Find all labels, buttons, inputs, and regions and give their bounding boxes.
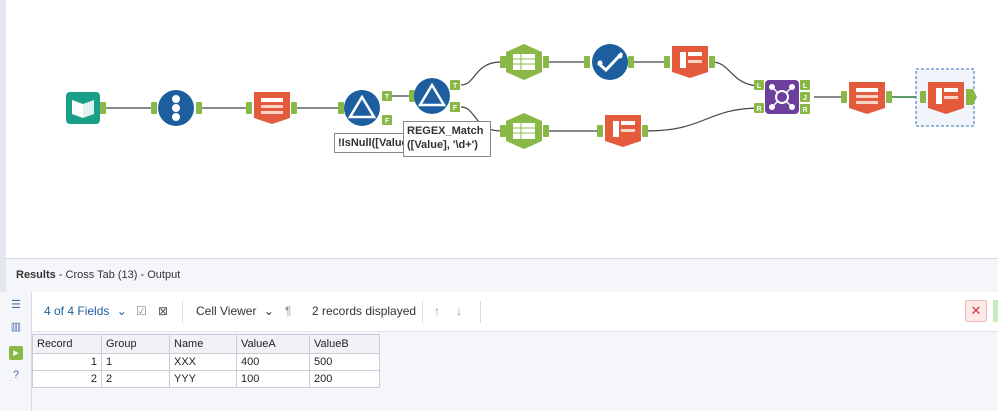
- results-subtitle: - Cross Tab (13) - Output: [55, 269, 181, 281]
- chevron-down-icon: ⌄: [263, 304, 274, 318]
- input-data-tool[interactable]: [66, 92, 106, 124]
- column-header-valuea[interactable]: ValueA: [236, 334, 310, 354]
- fields-dropdown-label: 4 of 4 Fields: [44, 304, 110, 318]
- metadata-icon[interactable]: ▥: [10, 321, 22, 333]
- filter2-true-anchor: T: [453, 83, 458, 90]
- join-out-l-anchor: L: [803, 83, 808, 90]
- filter2-annotation: REGEX_Match ([Value], '\d+'): [403, 121, 491, 157]
- cell-record[interactable]: 2: [32, 370, 102, 388]
- help-circle-icon[interactable]: ?: [12, 369, 20, 381]
- cell-valuea[interactable]: 100: [236, 370, 310, 388]
- select-tool[interactable]: [584, 44, 634, 80]
- cross-tab-tool-bottom[interactable]: [597, 115, 648, 147]
- cell-viewer-label: Cell Viewer: [196, 304, 257, 318]
- records-count: 2 records displayed: [312, 304, 417, 318]
- output-anchor-icon[interactable]: ▸: [9, 346, 23, 360]
- record-id-tool[interactable]: [151, 90, 202, 126]
- deselect-icon[interactable]: ⊠: [158, 304, 169, 318]
- run-button-edge[interactable]: [993, 300, 998, 322]
- join-left-anchor: L: [757, 83, 762, 90]
- results-label: Results: [16, 269, 56, 281]
- fields-dropdown[interactable]: 4 of 4 Fields ⌄: [44, 304, 127, 318]
- filter-tool-1[interactable]: T F: [338, 90, 392, 126]
- transpose-tool-2[interactable]: [841, 82, 892, 114]
- filter1-false-anchor: F: [385, 118, 390, 125]
- filter2-annotation-line1: REGEX_Match: [407, 125, 484, 137]
- column-header-record[interactable]: Record: [32, 334, 102, 354]
- table-row[interactable]: 1 1 XXX 400 500: [32, 353, 380, 371]
- cross-tab-tool-top[interactable]: [664, 46, 715, 78]
- column-header-valueb[interactable]: ValueB: [309, 334, 380, 354]
- cell-valuea[interactable]: 400: [236, 353, 310, 371]
- column-header-name[interactable]: Name: [169, 334, 237, 354]
- filter1-annotation-text: !IsNull([Value: [338, 137, 404, 149]
- toolbar-divider: [422, 301, 423, 323]
- join-right-anchor: R: [756, 106, 761, 113]
- transpose-tool[interactable]: [246, 92, 297, 124]
- workflow-diagram: T F T F: [66, 44, 977, 149]
- table-header-row: Record Group Name ValueA ValueB: [32, 334, 380, 354]
- cell-name[interactable]: XXX: [169, 353, 237, 371]
- cell-group[interactable]: 1: [101, 353, 170, 371]
- close-icon[interactable]: ✕: [965, 300, 987, 322]
- column-header-group[interactable]: Group: [101, 334, 170, 354]
- cross-tab-tool-final[interactable]: [915, 68, 977, 127]
- arrow-down-icon[interactable]: ↓: [456, 304, 462, 318]
- workflow-canvas[interactable]: T F T F: [0, 0, 998, 258]
- results-side-rail: ☰ ▥ ▸ ?: [0, 292, 32, 411]
- arrow-up-icon[interactable]: ↑: [434, 304, 440, 318]
- cell-valueb[interactable]: 200: [309, 370, 380, 388]
- filter1-true-anchor: T: [385, 94, 390, 101]
- pilcrow-icon[interactable]: ¶: [285, 304, 292, 318]
- list-icon[interactable]: ☰: [11, 299, 21, 311]
- results-toolbar: 4 of 4 Fields ⌄ ☑ ⊠ Cell Viewer ⌄ ¶ 2 re…: [32, 292, 998, 332]
- chevron-down-icon: ⌄: [116, 304, 127, 318]
- toolbar-divider: [480, 301, 481, 323]
- filter-tool-2[interactable]: T F: [409, 78, 460, 114]
- join-out-r-anchor: R: [802, 107, 807, 114]
- summarize-tool-bottom[interactable]: [500, 113, 549, 149]
- filter2-false-anchor: F: [453, 105, 458, 112]
- results-table: Record Group Name ValueA ValueB 1 1 XXX …: [32, 334, 380, 388]
- cell-viewer-dropdown[interactable]: Cell Viewer ⌄: [196, 304, 274, 318]
- join-out-j-anchor: J: [803, 95, 807, 102]
- toolbar-divider: [182, 301, 183, 323]
- results-grid-area: Record Group Name ValueA ValueB 1 1 XXX …: [32, 332, 998, 411]
- filter1-annotation: !IsNull([Value: [334, 133, 404, 153]
- summarize-tool-top[interactable]: [500, 44, 549, 80]
- table-row[interactable]: 2 2 YYY 100 200: [32, 370, 380, 388]
- results-title: Results - Cross Tab (13) - Output: [16, 269, 180, 281]
- cell-record[interactable]: 1: [32, 353, 102, 371]
- results-header: Results - Cross Tab (13) - Output: [0, 258, 998, 292]
- cell-group[interactable]: 2: [101, 370, 170, 388]
- checkbox-icon[interactable]: ☑: [136, 304, 147, 318]
- join-tool[interactable]: L R L J R: [754, 80, 810, 114]
- cell-name[interactable]: YYY: [169, 370, 237, 388]
- cell-valueb[interactable]: 500: [309, 353, 380, 371]
- filter2-annotation-line2: ([Value], '\d+'): [407, 139, 478, 151]
